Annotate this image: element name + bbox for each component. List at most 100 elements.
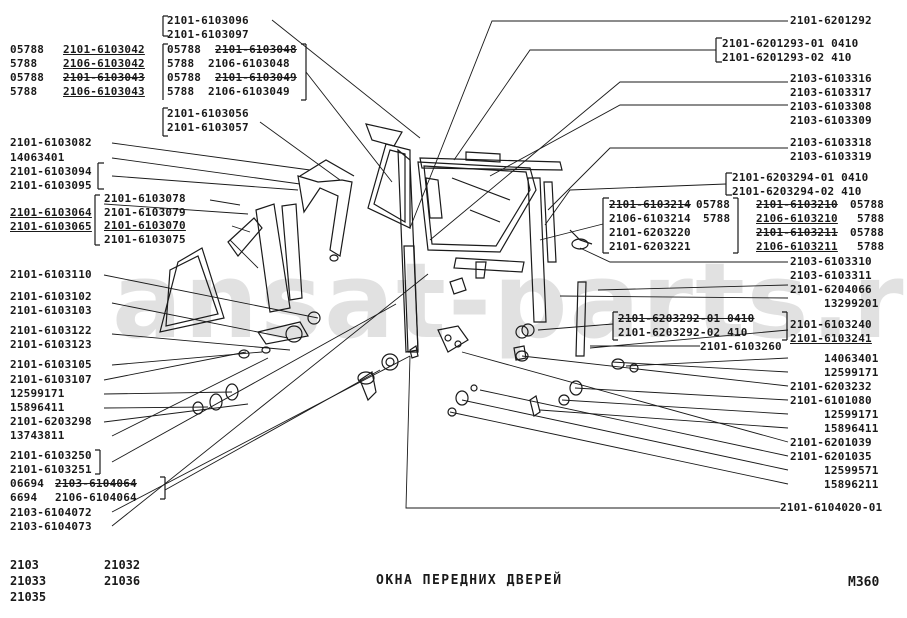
bracket-lines	[94, 15, 788, 500]
model-code: 21032	[104, 558, 141, 572]
models-left: 2103 21033 21035	[10, 557, 46, 605]
label-part-left-2b: 2106-6103042	[63, 57, 145, 70]
label-part-left-10: 2101-6103065	[10, 220, 92, 233]
label-part-center-6b: 2106-6103049	[208, 85, 290, 98]
label-part-right-10: 2101-6203294-01 0410	[732, 171, 869, 184]
label-part-left-24b: 2103-6104064	[55, 477, 137, 490]
label-part-right-8: 2103-6103318	[790, 136, 872, 149]
label-part-center-5b: 2101-6103049	[215, 71, 297, 84]
label-part-right-16a: 2101-6103210	[756, 198, 838, 211]
label-part-right-38: 15896211	[824, 478, 879, 491]
label-part-right-37: 12599571	[824, 464, 879, 477]
label-part-left-21: 13743811	[10, 429, 65, 442]
label-part-right-19b: 5788	[857, 240, 885, 253]
label-part-right-9: 2103-6103319	[790, 150, 872, 163]
label-part-right-33: 12599171	[824, 408, 879, 421]
label-part-left-6: 14063401	[10, 151, 65, 164]
label-part-left-24a: 06694	[10, 477, 45, 490]
label-part-center-7: 2101-6103056	[167, 107, 249, 120]
label-part-left-7: 2101-6103094	[10, 165, 92, 178]
label-part-right-39: 2101-6104020-01	[780, 501, 883, 514]
label-part-right-29: 14063401	[824, 352, 879, 365]
label-part-left-3a: 05788	[10, 71, 45, 84]
label-part-left-25b: 2106-6104064	[55, 491, 137, 504]
label-part-right-34: 15896411	[824, 422, 879, 435]
label-part-right-12a: 2101-6103214	[609, 198, 691, 211]
label-part-right-11: 2101-6203294-02 410	[732, 185, 862, 198]
leader-lines	[103, 19, 789, 527]
label-part-right-4: 2103-6103316	[790, 72, 872, 85]
label-part-right-17a: 2106-6103210	[756, 212, 838, 225]
label-part-left-4a: 5788	[10, 85, 38, 98]
label-part-right-1: 2101-6201292	[790, 14, 872, 27]
label-part-left-11: 2101-6103110	[10, 268, 92, 281]
label-part-right-12b: 05788	[696, 198, 731, 211]
label-part-left-16: 2101-6103105	[10, 358, 92, 371]
label-part-center-12: 2101-6103075	[104, 233, 186, 246]
label-part-right-13b: 5788	[703, 212, 731, 225]
label-part-left-17: 2101-6103107	[10, 373, 92, 386]
label-part-right-16b: 05788	[850, 198, 885, 211]
label-part-center-10: 2101-6103079	[104, 206, 186, 219]
label-part-right-31: 2101-6203232	[790, 380, 872, 393]
model-code: 2103	[10, 558, 39, 572]
label-part-right-2: 2101-6201293-01 0410	[722, 37, 859, 50]
label-part-left-26: 2103-6104072	[10, 506, 92, 519]
label-part-center-5a: 05788	[167, 71, 202, 84]
label-part-left-20: 2101-6203298	[10, 415, 92, 428]
label-part-center-8: 2101-6103057	[167, 121, 249, 134]
label-part-right-32: 2101-6101080	[790, 394, 872, 407]
label-part-left-3b: 2101-6103043	[63, 71, 145, 84]
label-part-center-11: 2101-6103070	[104, 219, 186, 232]
label-part-right-5: 2103-6103317	[790, 86, 872, 99]
label-part-right-26: 2101-6103260	[700, 340, 782, 353]
label-part-right-36: 2101-6201035	[790, 450, 872, 463]
label-part-right-20: 2103-6103310	[790, 255, 872, 268]
label-part-right-22: 2101-6204066	[790, 283, 872, 296]
label-part-left-22: 2101-6103250	[10, 449, 92, 462]
label-part-right-25: 2101-6203292-02 410	[618, 326, 748, 339]
label-part-right-21: 2103-6103311	[790, 269, 872, 282]
label-part-center-1: 2101-6103096	[167, 14, 249, 27]
parts-drawing	[159, 123, 639, 417]
label-part-left-4b: 2106-6103043	[63, 85, 145, 98]
label-part-right-19a: 2106-6103211	[756, 240, 838, 253]
label-part-left-2a: 5788	[10, 57, 38, 70]
label-part-right-6: 2103-6103308	[790, 100, 872, 113]
label-part-left-14: 2101-6103122	[10, 324, 92, 337]
model-code: 21035	[10, 590, 47, 604]
label-part-right-23: 13299201	[824, 297, 879, 310]
label-part-left-8: 2101-6103095	[10, 179, 92, 192]
page-title: ОКНА ПЕРЕДНИХ ДВЕРЕЙ	[376, 573, 563, 588]
label-part-right-15: 2101-6203221	[609, 240, 691, 253]
models-right: 21032 21036	[104, 557, 140, 589]
label-part-left-27: 2103-6104073	[10, 520, 92, 533]
label-part-right-18a: 2101-6103211	[756, 226, 838, 239]
label-part-center-9: 2101-6103078	[104, 192, 186, 205]
label-part-left-5: 2101-6103082	[10, 136, 92, 149]
label-part-left-25a: 6694	[10, 491, 38, 504]
label-part-left-23: 2101-6103251	[10, 463, 92, 476]
model-code: 21033	[10, 574, 47, 588]
watermark: ansat-parts.ru	[112, 240, 907, 362]
label-part-right-30: 12599171	[824, 366, 879, 379]
label-part-right-24: 2101-6203292-01 0410	[618, 312, 755, 325]
label-part-right-13a: 2106-6103214	[609, 212, 691, 225]
label-part-left-12: 2101-6103102	[10, 290, 92, 303]
label-part-left-19: 15896411	[10, 401, 65, 414]
label-part-right-3: 2101-6201293-02 410	[722, 51, 852, 64]
model-code: 21036	[104, 574, 141, 588]
label-part-left-13: 2101-6103103	[10, 304, 92, 317]
label-part-right-14: 2101-6203220	[609, 226, 691, 239]
label-part-center-6a: 5788	[167, 85, 195, 98]
label-part-right-28: 2101-6103241	[790, 332, 872, 345]
label-part-left-1a: 05788	[10, 43, 45, 56]
label-part-center-3a: 05788	[167, 43, 202, 56]
label-part-left-18: 12599171	[10, 387, 65, 400]
label-part-center-4a: 5788	[167, 57, 195, 70]
label-part-right-7: 2103-6103309	[790, 114, 872, 127]
label-part-center-4b: 2106-6103048	[208, 57, 290, 70]
label-part-right-27: 2101-6103240	[790, 318, 872, 331]
page-code: M360	[848, 575, 880, 590]
